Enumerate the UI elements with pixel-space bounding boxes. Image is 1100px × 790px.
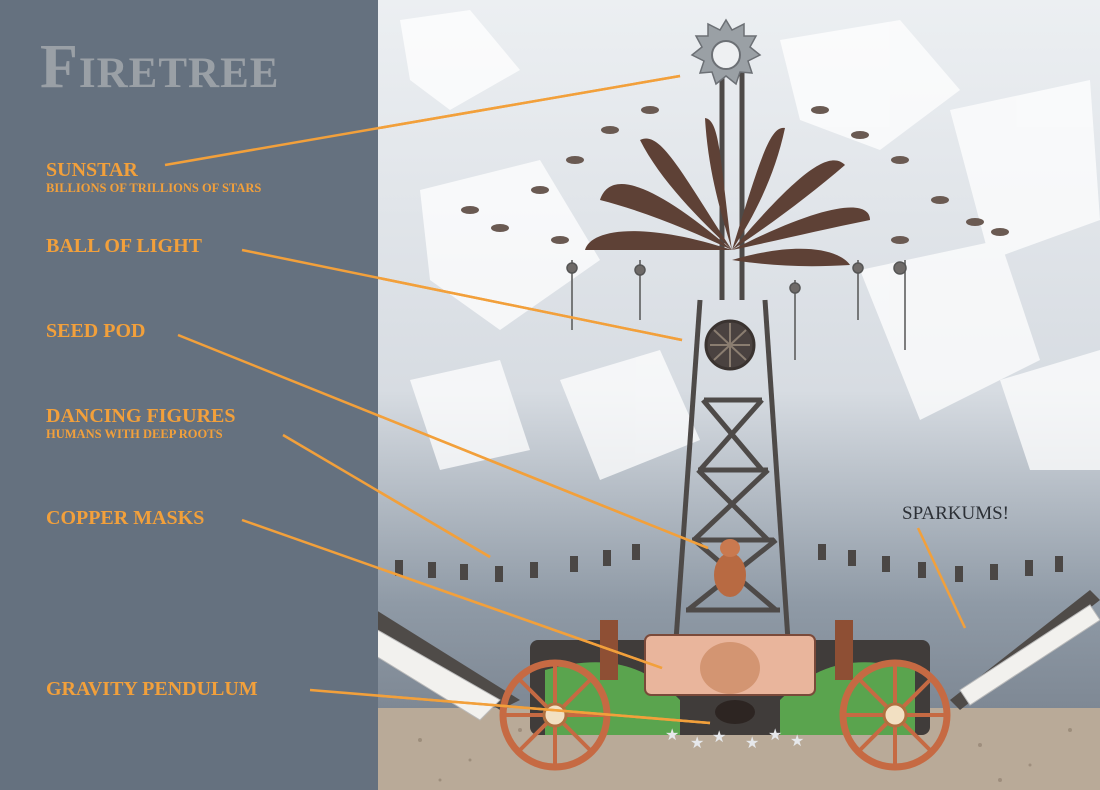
label-ball-of-light-main: Ball of Light bbox=[46, 235, 202, 257]
svg-text:★: ★ bbox=[712, 727, 726, 746]
label-panel bbox=[0, 0, 378, 790]
leader-line-sparkums bbox=[916, 527, 967, 629]
label-gravity-pendulum-main: Gravity Pendulum bbox=[46, 678, 258, 700]
label-dancing-figures-main: Dancing Figures bbox=[46, 405, 236, 427]
label-dancing-figures: Dancing Figures Humans with deep roots bbox=[46, 406, 235, 441]
svg-text:★: ★ bbox=[745, 733, 759, 752]
sparkums-callout: Sparkums! bbox=[902, 503, 1010, 524]
sunstar bbox=[690, 18, 762, 86]
star-decorations: ★ ★ ★ ★ ★ ★ bbox=[665, 725, 804, 752]
label-sunstar: Sunstar Billions of trillions of stars bbox=[46, 160, 261, 195]
label-copper-masks: Copper Masks bbox=[46, 508, 204, 528]
label-sunstar-main: Sunstar bbox=[46, 159, 138, 181]
svg-text:★: ★ bbox=[790, 731, 804, 750]
left-wheel bbox=[499, 659, 611, 771]
right-wheel bbox=[839, 659, 951, 771]
label-ball-of-light: Ball of Light bbox=[46, 236, 202, 256]
svg-text:★: ★ bbox=[768, 725, 782, 744]
label-dancing-figures-sub: Humans with deep roots bbox=[46, 427, 223, 441]
ball-of-light bbox=[704, 319, 756, 371]
label-sunstar-sub: Billions of trillions of stars bbox=[46, 181, 262, 195]
label-seed-pod: Seed Pod bbox=[46, 321, 145, 341]
svg-text:★: ★ bbox=[690, 733, 704, 752]
gravity-pendulum bbox=[715, 700, 755, 724]
seed-pod bbox=[714, 539, 746, 597]
ground-texture bbox=[418, 728, 1072, 782]
label-gravity-pendulum: Gravity Pendulum bbox=[46, 679, 258, 699]
svg-text:★: ★ bbox=[665, 725, 679, 744]
page-title: Firetree bbox=[40, 33, 280, 101]
label-copper-masks-main: Copper Masks bbox=[46, 507, 205, 529]
label-seed-pod-main: Seed Pod bbox=[46, 320, 146, 342]
canopy-leaves bbox=[585, 118, 870, 267]
right-wing bbox=[950, 590, 1100, 710]
